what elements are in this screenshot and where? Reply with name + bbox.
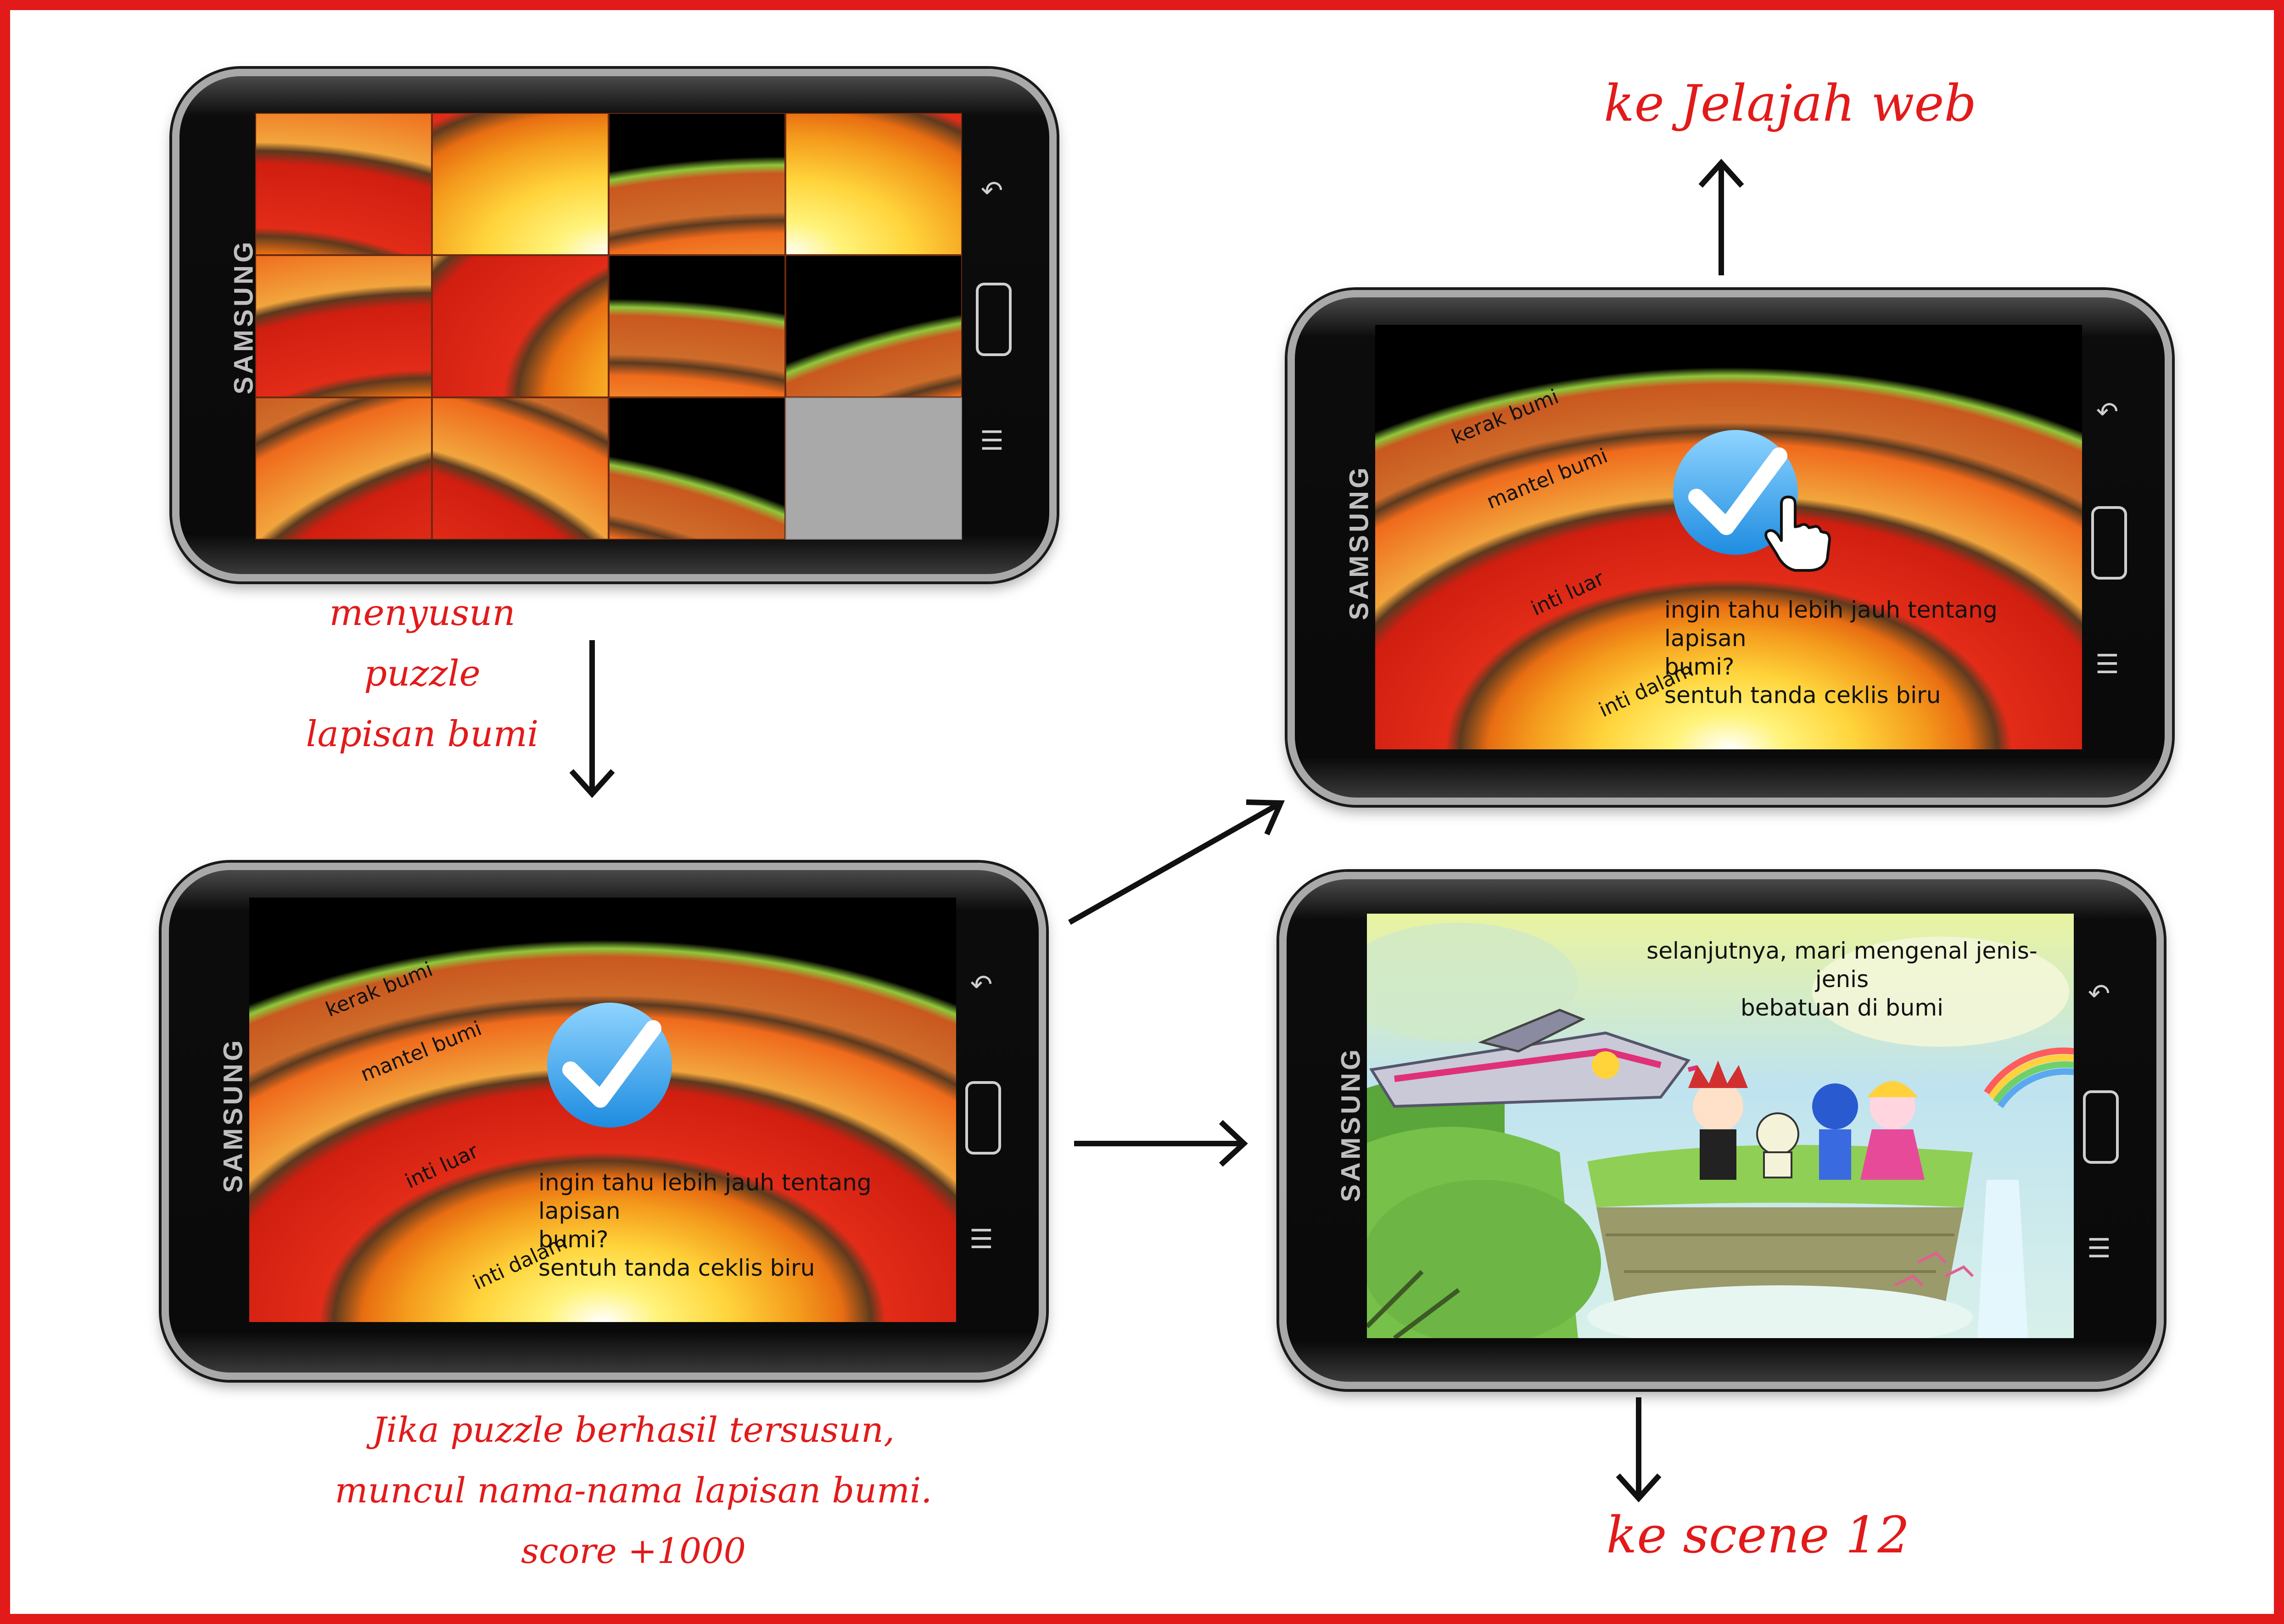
- result-message: ingin tahu lebih jauh tentang lapisan bu…: [538, 1168, 952, 1282]
- puzzle-tile[interactable]: [432, 397, 609, 540]
- samsung-brand: SAMSUNG: [1336, 1047, 1366, 1202]
- puzzle-tile[interactable]: [255, 255, 432, 397]
- home-button[interactable]: [965, 1081, 1001, 1155]
- puzzle-tile[interactable]: [785, 113, 962, 255]
- checkmark-icon: [1673, 430, 1798, 555]
- scene-message-line-2: bebatuan di bumi: [1741, 994, 1943, 1021]
- puzzle-tile[interactable]: [432, 255, 609, 397]
- puzzle-tile[interactable]: [255, 397, 432, 540]
- arrow-up-web: [1698, 159, 1744, 275]
- samsung-brand: SAMSUNG: [218, 1038, 248, 1193]
- caption-success-line-3: score +1000: [521, 1530, 746, 1571]
- back-arrow-icon[interactable]: ↶: [970, 969, 993, 1000]
- samsung-brand: SAMSUNG: [1344, 465, 1374, 620]
- earth-layers-screen: kerak bumi mantel bumi inti luar inti da…: [1375, 325, 2082, 749]
- arrow-down-puzzle: [569, 640, 615, 798]
- puzzle-tile[interactable]: [609, 113, 785, 255]
- message-line-2: bumi?: [538, 1226, 609, 1253]
- caption-puzzle-line-3: lapisan bumi: [306, 714, 539, 755]
- message-line-2: bumi?: [1664, 653, 1735, 680]
- earth-layers-screen: kerak bumi mantel bumi inti luar inti da…: [249, 898, 956, 1322]
- check-button[interactable]: [1671, 428, 1800, 557]
- menu-icon[interactable]: ☰: [980, 425, 1004, 456]
- result-message: ingin tahu lebih jauh tentang lapisan bu…: [1664, 596, 2077, 709]
- scene-illustration: [1367, 914, 2074, 1338]
- checkmark-icon: [547, 1003, 672, 1127]
- caption-success-line-1: Jika puzzle berhasil tersusun,: [372, 1409, 895, 1450]
- arrow-to-next-scene-screen: [1074, 1120, 1248, 1167]
- caption-next-scene[interactable]: ke scene 12: [1606, 1506, 1910, 1564]
- puzzle-grid: [255, 113, 962, 540]
- arrow-to-web-screen: [1068, 799, 1285, 925]
- back-arrow-icon[interactable]: ↶: [2088, 978, 2110, 1009]
- phone-result-touch: SAMSUNG ↶ ☰ kerak bumi mantel bumi inti …: [1288, 290, 2172, 805]
- menu-icon[interactable]: ☰: [2087, 1233, 2111, 1264]
- hand-pointer-icon: [1763, 495, 1832, 573]
- home-button[interactable]: [976, 283, 1012, 356]
- message-line-3: sentuh tanda ceklis biru: [538, 1255, 815, 1281]
- phone-puzzle: SAMSUNG ↶ ☰: [172, 69, 1057, 581]
- back-arrow-icon[interactable]: ↶: [2096, 396, 2119, 427]
- scene-screen: selanjutnya, mari mengenal jenis-jenis b…: [1367, 914, 2074, 1338]
- caption-puzzle-line-2: puzzle: [364, 653, 481, 694]
- menu-icon[interactable]: ☰: [969, 1223, 993, 1255]
- check-button[interactable]: [545, 1001, 674, 1129]
- back-arrow-icon[interactable]: ↶: [980, 175, 1003, 206]
- arrow-down-scene: [1616, 1397, 1662, 1502]
- puzzle-tile[interactable]: [255, 113, 432, 255]
- message-line-3: sentuh tanda ceklis biru: [1664, 682, 1941, 709]
- home-button[interactable]: [2091, 506, 2127, 580]
- caption-success-line-2: muncul nama-nama lapisan bumi.: [335, 1470, 932, 1511]
- caption-web[interactable]: ke Jelajah web: [1604, 74, 1976, 133]
- message-line-1: ingin tahu lebih jauh tentang lapisan: [538, 1169, 872, 1224]
- caption-puzzle: menyusun puzzle lapisan bumi: [262, 583, 583, 765]
- puzzle-tile[interactable]: [609, 397, 785, 540]
- caption-puzzle-line-1: menyusun: [329, 592, 515, 634]
- message-line-1: ingin tahu lebih jauh tentang lapisan: [1664, 597, 1998, 652]
- menu-icon[interactable]: ☰: [2095, 648, 2119, 680]
- caption-success: Jika puzzle berhasil tersusun, muncul na…: [220, 1400, 1047, 1581]
- puzzle-tile[interactable]: [785, 255, 962, 397]
- puzzle-screen: [255, 113, 962, 540]
- scene-message: selanjutnya, mari mengenal jenis-jenis b…: [1624, 937, 2060, 1022]
- samsung-brand: SAMSUNG: [229, 239, 259, 395]
- puzzle-tile[interactable]: [609, 255, 785, 397]
- phone-result: SAMSUNG ↶ ☰ kerak bumi mantel bumi inti …: [162, 863, 1046, 1380]
- puzzle-empty-slot[interactable]: [785, 397, 962, 540]
- scene-message-line-1: selanjutnya, mari mengenal jenis-jenis: [1646, 938, 2038, 993]
- puzzle-tile[interactable]: [432, 113, 609, 255]
- home-button[interactable]: [2083, 1090, 2119, 1164]
- phone-next-scene: SAMSUNG ↶ ☰: [1279, 872, 2164, 1389]
